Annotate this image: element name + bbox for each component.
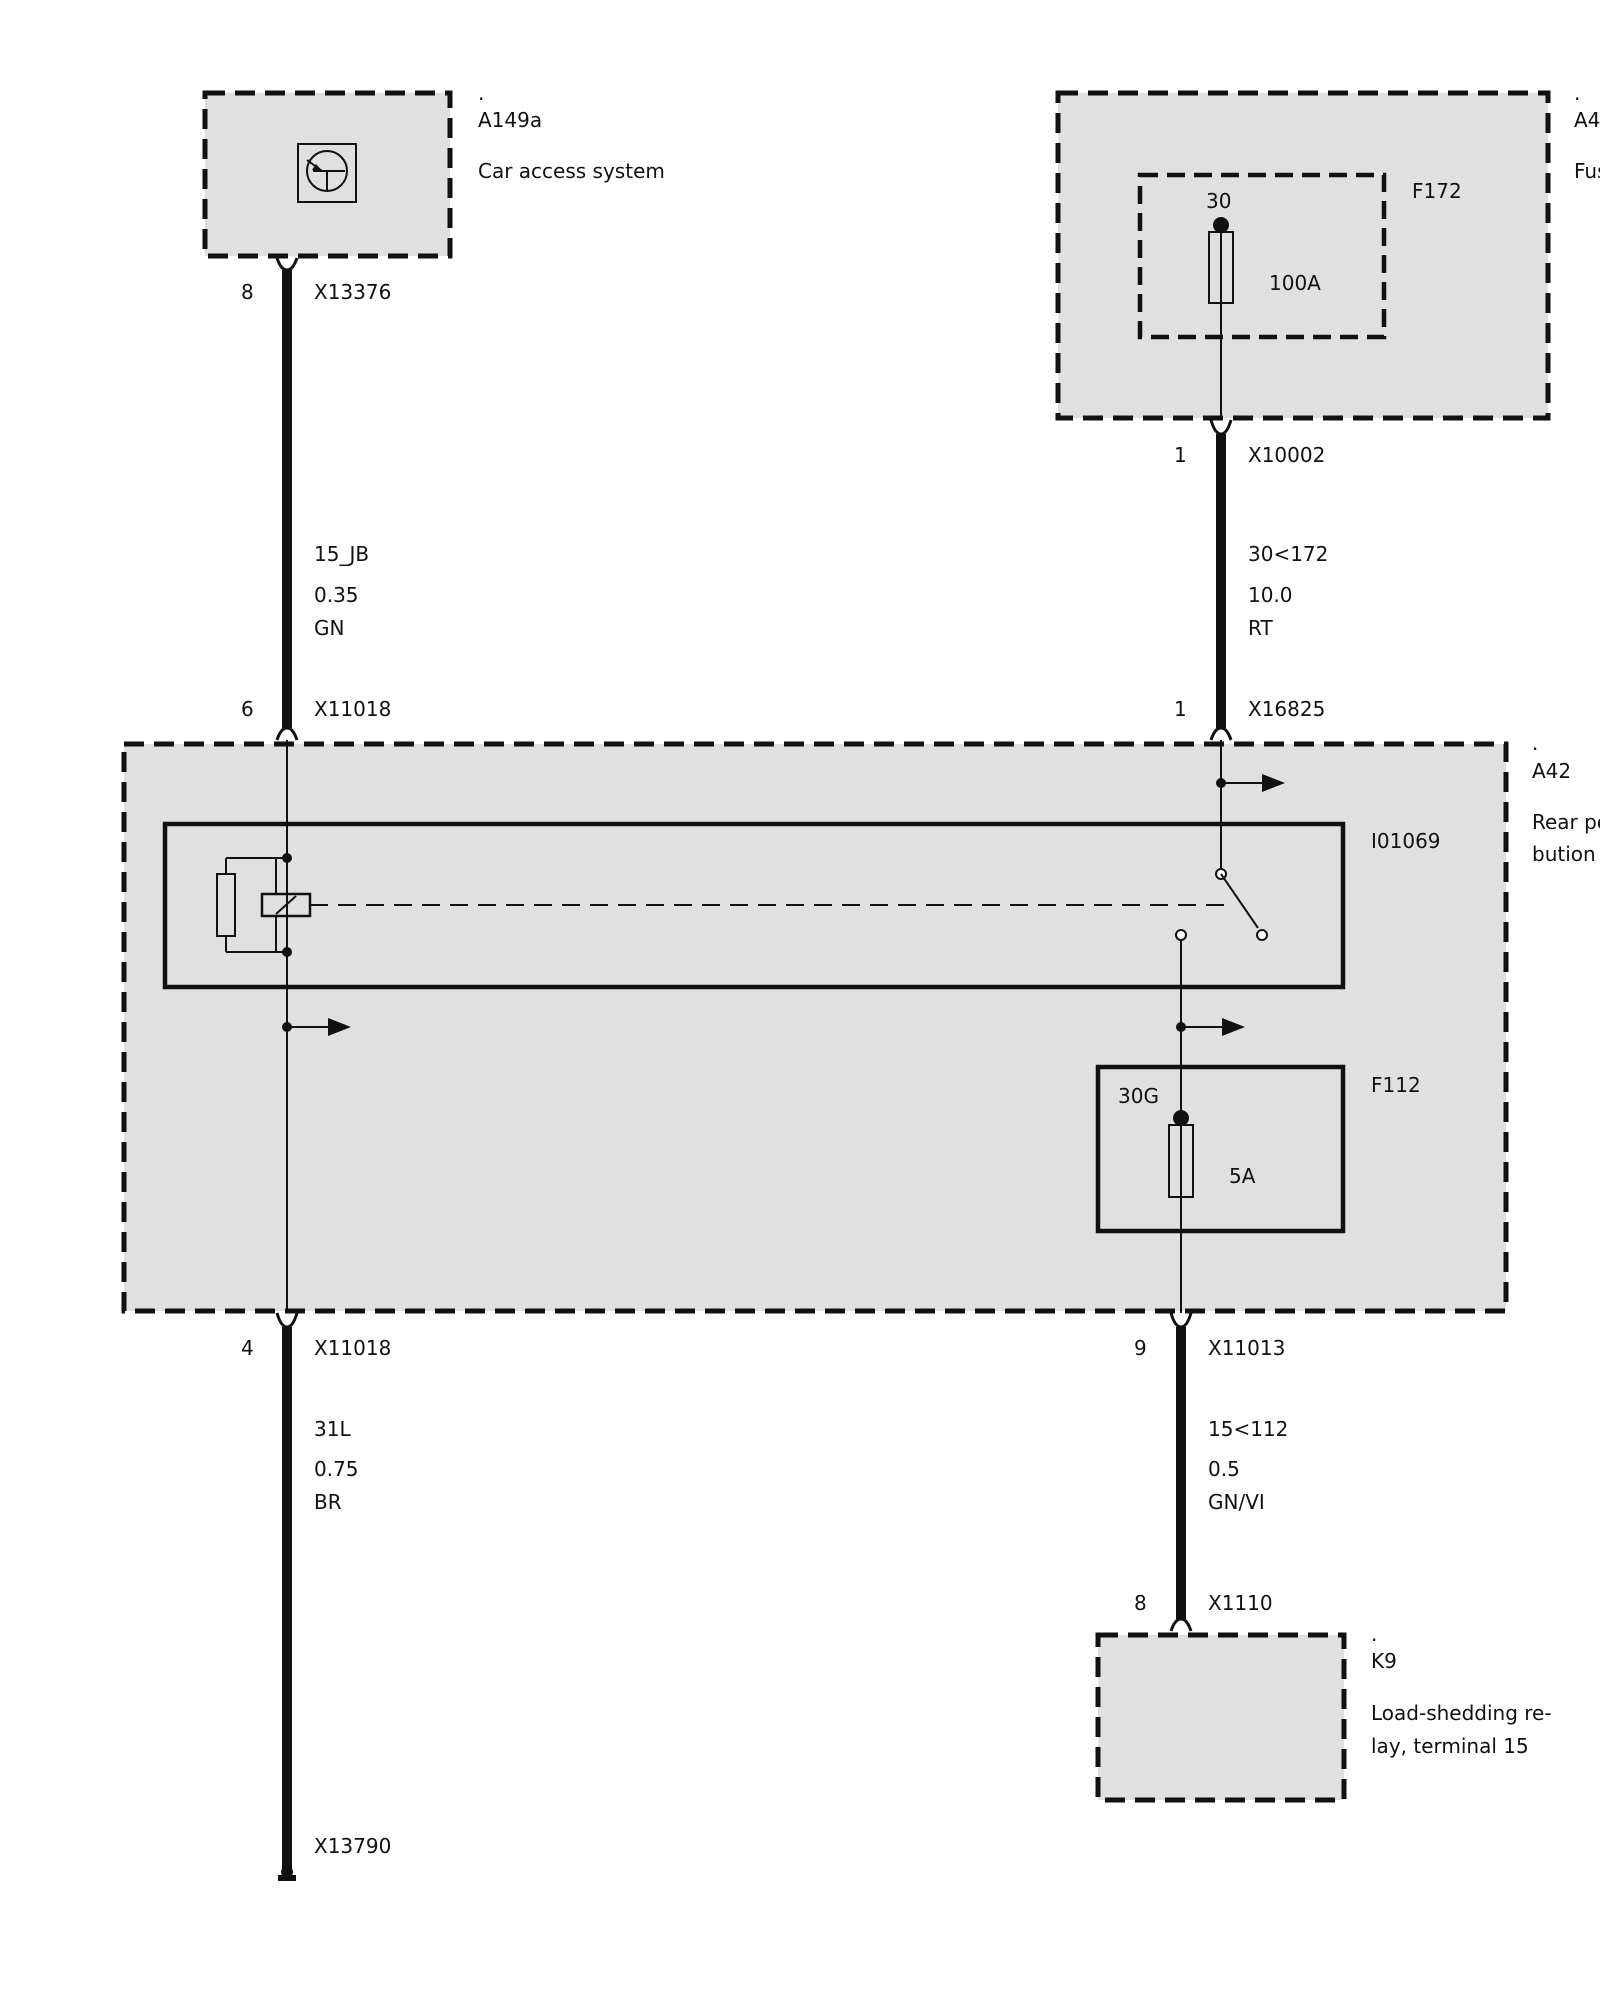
a42-name-line1: Rear power [1532, 810, 1600, 834]
f112-id: F112 [1371, 1073, 1421, 1097]
k9-id: K9 [1371, 1649, 1397, 1673]
w15jb-signal: 15_JB [314, 542, 369, 566]
w31l-size: 0.75 [314, 1457, 359, 1481]
a42-box [121, 741, 1509, 1314]
f112-box [1095, 1064, 1346, 1234]
w31l-color: BR [314, 1490, 342, 1514]
k9-dot: . [1371, 1622, 1377, 1646]
w15-112-signal: 15<112 [1208, 1417, 1288, 1441]
i01069-box [162, 821, 1346, 990]
x11018-top-id: X11018 [314, 697, 391, 721]
f172-rating: 100A [1269, 271, 1321, 295]
a42-name-line2: bution box [1532, 842, 1600, 866]
i01069-id: I01069 [1371, 829, 1441, 853]
w15-112-color: GN/VI [1208, 1490, 1265, 1514]
x10002-id: X10002 [1248, 443, 1325, 467]
transistor-icon [297, 143, 357, 203]
x16825-pin: 1 [1174, 697, 1187, 721]
w15jb-color: GN [314, 616, 344, 640]
x11018-top-pin: 6 [241, 697, 254, 721]
a149a-name: Car access system [478, 159, 665, 183]
a46-name: Fuse [1574, 159, 1600, 183]
a42-dot: . [1532, 731, 1538, 755]
x13790-id: X13790 [314, 1834, 391, 1858]
f172-box [1137, 172, 1387, 340]
k9-name-line1: Load-shedding re- [1371, 1701, 1552, 1725]
fuse-icon [1168, 1110, 1194, 1198]
x11018-bottom-pin: 4 [241, 1336, 254, 1360]
a46-dot: . [1574, 81, 1580, 105]
a149a-dot: . [478, 81, 484, 105]
f172-id: F172 [1412, 179, 1462, 203]
a46-id: A46 [1574, 108, 1600, 132]
w30-172-size: 10.0 [1248, 583, 1293, 607]
a46-box [1055, 90, 1551, 421]
x11013-id: X11013 [1208, 1336, 1285, 1360]
x11013-pin: 9 [1134, 1336, 1147, 1360]
x10002-pin: 1 [1174, 443, 1187, 467]
w15jb-size: 0.35 [314, 583, 359, 607]
w15-112-size: 0.5 [1208, 1457, 1240, 1481]
f112-rating: 5A [1229, 1164, 1256, 1188]
fuse-icon [1208, 217, 1234, 304]
x11018-bottom-id: X11018 [314, 1336, 391, 1360]
f112-terminal: 30G [1118, 1084, 1159, 1108]
k9-box [1095, 1632, 1347, 1803]
w30-172-color: RT [1248, 616, 1273, 640]
a42-id: A42 [1532, 759, 1571, 783]
f172-terminal: 30 [1206, 189, 1231, 213]
x13376-pin: 8 [241, 280, 254, 304]
relay-icon [216, 853, 1268, 957]
w31l-signal: 31L [314, 1417, 351, 1441]
x13376-id: X13376 [314, 280, 391, 304]
connector-pins [275, 257, 1233, 1881]
k9-name-line2: lay, terminal 15 [1371, 1734, 1529, 1758]
w30-172-signal: 30<172 [1248, 542, 1328, 566]
x16825-id: X16825 [1248, 697, 1325, 721]
a149a-id: A149a [478, 108, 542, 132]
x1110-pin: 8 [1134, 1591, 1147, 1615]
branch-arrow-icon [282, 1018, 351, 1036]
branch-arrow-icon [1216, 774, 1285, 792]
x1110-id: X1110 [1208, 1591, 1273, 1615]
branch-arrow-icon [1176, 1018, 1245, 1036]
